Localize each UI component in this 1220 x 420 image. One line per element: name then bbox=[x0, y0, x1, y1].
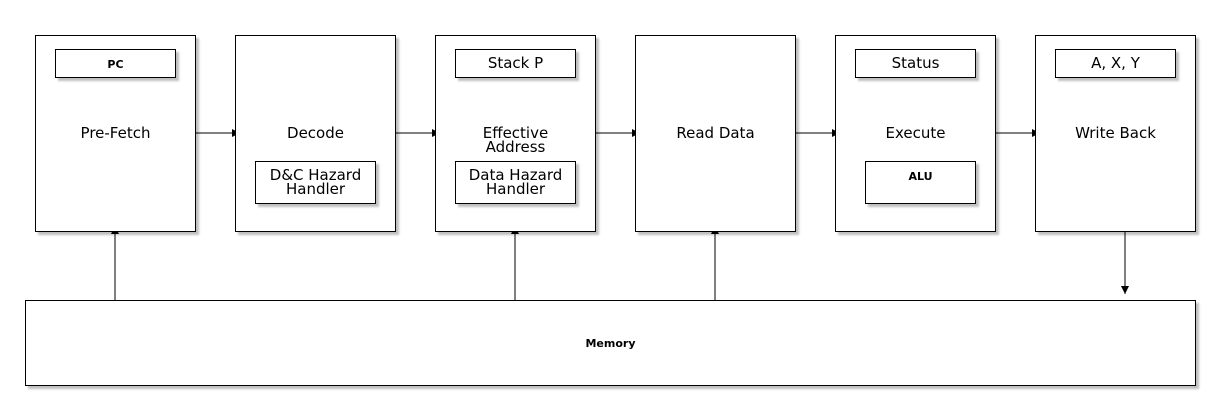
memory-label: Memory bbox=[585, 337, 636, 350]
stage-read-data: Read Data bbox=[635, 35, 796, 232]
data-hazard-handler-label: Data Hazard Handler bbox=[468, 166, 563, 198]
stage-execute-label: Execute bbox=[885, 124, 946, 142]
stage-read-data-label: Read Data bbox=[676, 124, 755, 142]
memory-block: Memory bbox=[25, 300, 1196, 386]
register-axy-label: A, X, Y bbox=[1091, 54, 1140, 72]
stage-prefetch: PC Pre-Fetch bbox=[35, 35, 196, 232]
data-hazard-handler: Data Hazard Handler bbox=[455, 161, 576, 204]
register-status-label: Status bbox=[891, 54, 940, 72]
register-pc-label: PC bbox=[107, 58, 124, 71]
dc-hazard-handler-label: D&C Hazard Handler bbox=[269, 166, 362, 198]
alu-label: ALU bbox=[908, 170, 933, 183]
dc-hazard-handler: D&C Hazard Handler bbox=[255, 161, 376, 204]
register-status: Status bbox=[855, 49, 976, 78]
stage-write-back: A, X, Y Write Back bbox=[1035, 35, 1196, 232]
stage-write-back-label: Write Back bbox=[1075, 124, 1156, 142]
stage-effective-address-label: Effective Address bbox=[482, 124, 549, 156]
register-pc: PC bbox=[55, 49, 176, 78]
stage-execute: Status Execute ALU bbox=[835, 35, 996, 232]
stage-effective-address: Stack P Effective Address Data Hazard Ha… bbox=[435, 35, 596, 232]
register-stack-pointer: Stack P bbox=[455, 49, 576, 78]
stage-prefetch-label: Pre-Fetch bbox=[80, 124, 151, 142]
register-axy: A, X, Y bbox=[1055, 49, 1176, 78]
register-stack-pointer-label: Stack P bbox=[487, 54, 544, 72]
alu: ALU bbox=[865, 161, 976, 204]
stage-decode-label: Decode bbox=[287, 124, 344, 142]
stage-decode: Decode D&C Hazard Handler bbox=[235, 35, 396, 232]
